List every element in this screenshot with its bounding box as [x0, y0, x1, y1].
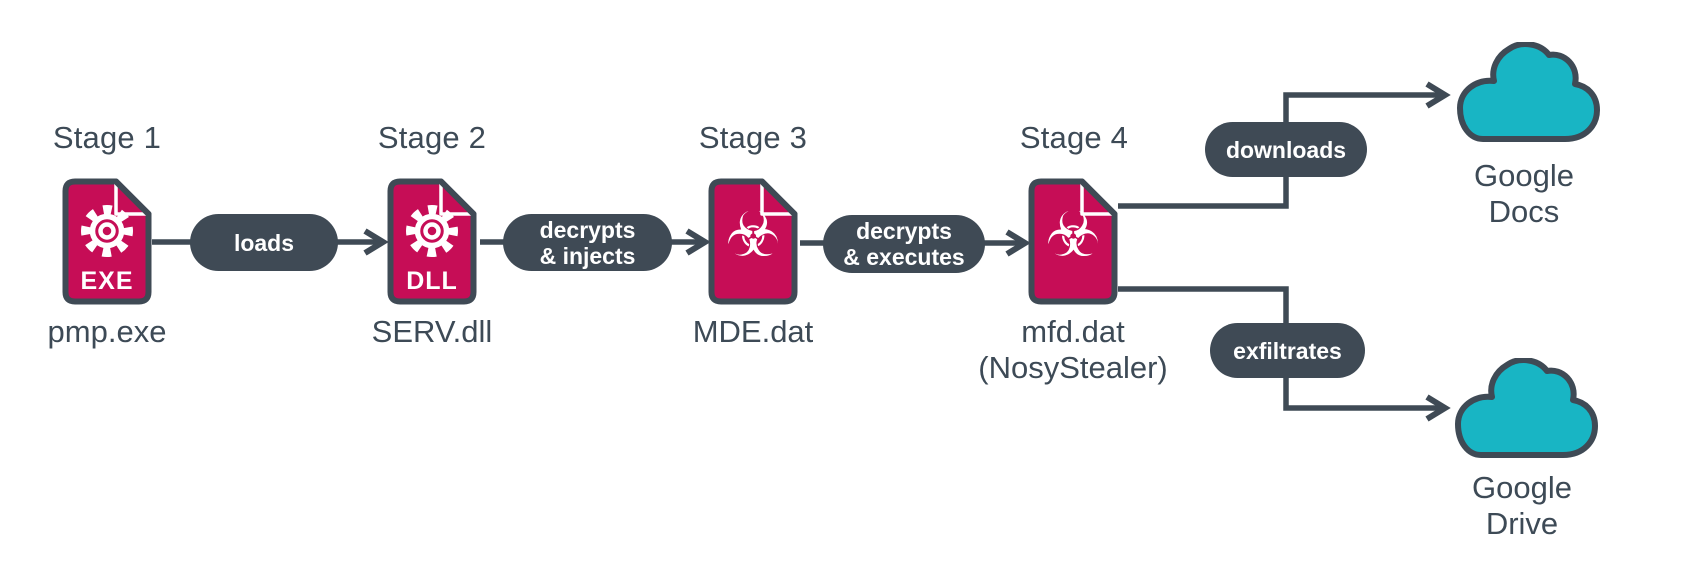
cloud-icon	[1455, 357, 1598, 458]
stage4-file-icon: ☣	[1028, 178, 1118, 305]
biohazard-icon: ☣	[1045, 200, 1101, 270]
file-type-badge: DLL	[406, 267, 458, 295]
arrowhead-googledocs	[1425, 81, 1451, 109]
stage1-title: Stage 1	[52, 120, 162, 155]
gear-icon	[81, 205, 133, 257]
stage2-title: Stage 2	[377, 120, 487, 155]
cloud-icon	[1457, 41, 1600, 142]
arrowhead-googledrive	[1425, 394, 1451, 422]
arrowhead-stage3	[685, 228, 711, 256]
stage4-title: Stage 4	[1019, 120, 1129, 155]
stage1-file-icon: EXE	[62, 178, 152, 305]
connector-label-exfiltrates: exfiltrates	[1210, 323, 1365, 378]
stage3-title: Stage 3	[698, 120, 808, 155]
stage1-filename: pmp.exe	[47, 314, 167, 349]
google-docs-node	[1450, 41, 1600, 148]
google-drive-label: Google Drive	[1472, 470, 1572, 541]
file-icon	[708, 178, 798, 305]
stage3-file-icon: ☣	[708, 178, 798, 305]
connector-label-decrypts-executes: decrypts& executes	[823, 215, 985, 273]
arrowhead-stage4	[1005, 229, 1031, 257]
file-icon	[1028, 178, 1118, 305]
stage4-filename: mfd.dat	[1021, 314, 1125, 349]
gear-icon	[406, 205, 458, 257]
google-drive-node	[1448, 357, 1598, 464]
biohazard-icon: ☣	[725, 200, 781, 270]
file-type-badge: EXE	[80, 267, 134, 295]
connector-label-downloads: downloads	[1205, 122, 1367, 177]
arrowhead-stage2	[363, 228, 389, 256]
google-docs-label: Google Docs	[1474, 158, 1574, 229]
connector-label-decrypts-injects: decrypts& injects	[503, 214, 672, 271]
stage4-subtitle: (NosyStealer)	[978, 350, 1168, 385]
file-icon	[62, 178, 152, 305]
file-icon	[387, 178, 477, 305]
stage2-file-icon: DLL	[387, 178, 477, 305]
stage2-filename: SERV.dll	[371, 314, 493, 349]
connector-label-loads: loads	[190, 214, 338, 271]
stage3-filename: MDE.dat	[692, 314, 814, 349]
